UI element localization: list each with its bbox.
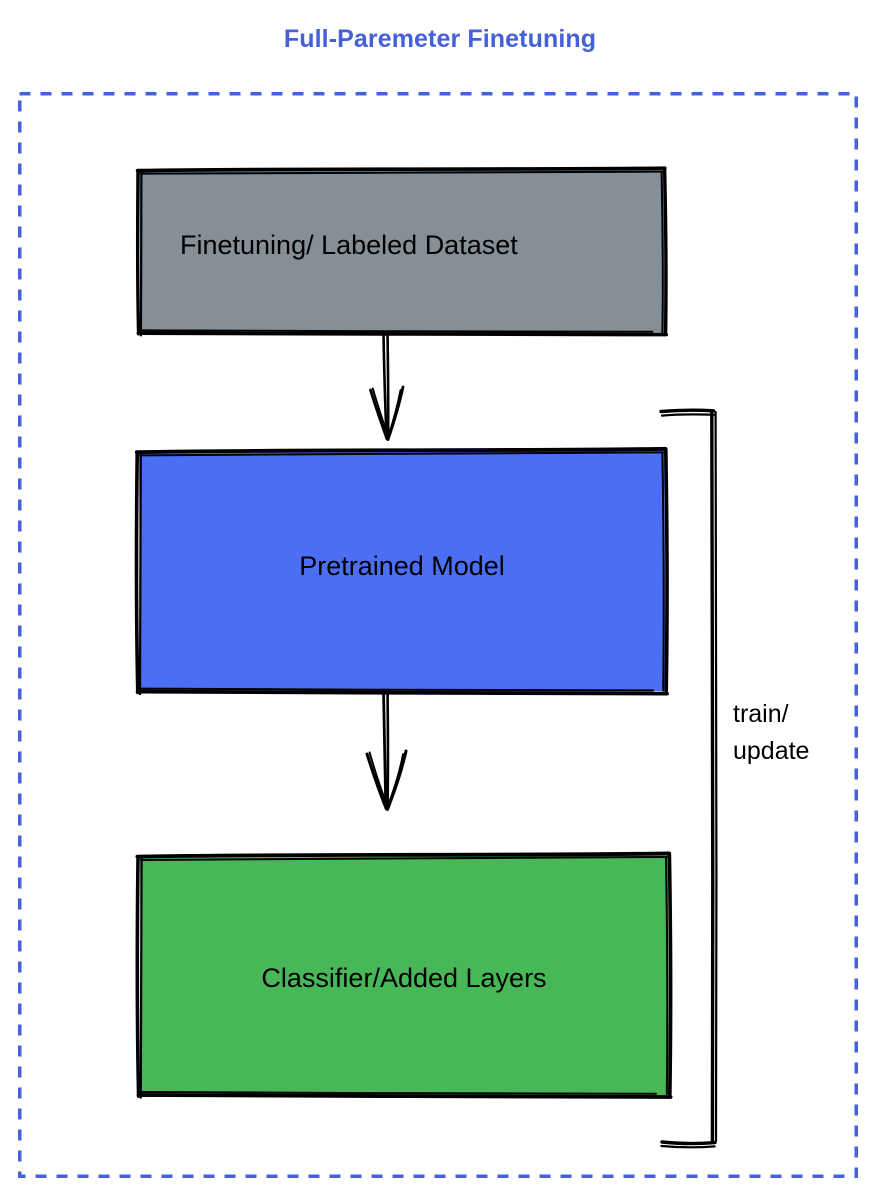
page-title: Full-Paremeter Finetuning — [283, 25, 597, 53]
node-label-classifier: Classifier/Added Layers — [261, 963, 547, 993]
arrow-model-to-classifier — [365, 688, 408, 811]
feedback-loop-train-update — [659, 408, 718, 1149]
node-classifier-added-layers[interactable]: Classifier/Added Layers — [128, 845, 680, 1107]
node-pretrained-model[interactable]: Pretrained Model — [127, 440, 677, 704]
node-label-pretrained-model: Pretrained Model — [299, 551, 505, 581]
node-finetuning-labeled-dataset[interactable]: Finetuning/ Labeled Dataset — [128, 160, 676, 346]
edge-label-train-update: train/ update — [733, 700, 810, 765]
arrow-dataset-to-model — [369, 330, 405, 441]
node-label-dataset: Finetuning/ Labeled Dataset — [180, 230, 518, 260]
